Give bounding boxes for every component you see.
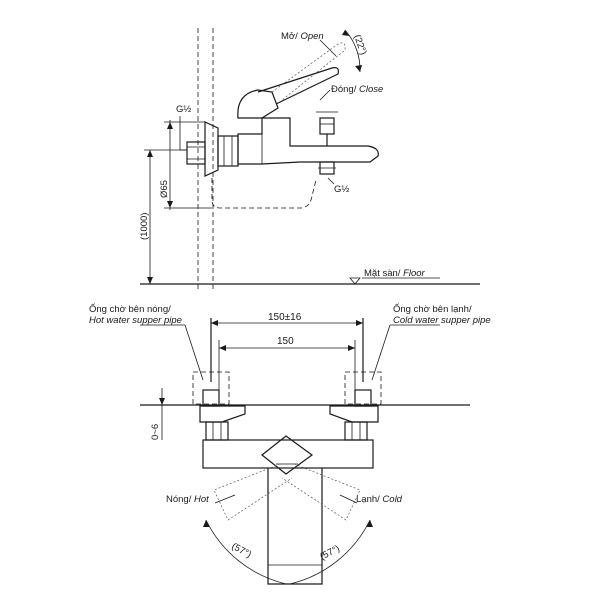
hot-nut <box>205 421 229 441</box>
left-angle-label: (57°) <box>230 541 253 560</box>
diameter-label: Ø65 <box>159 180 170 198</box>
shower-outlet <box>319 117 335 135</box>
hot-eccentric <box>199 405 246 423</box>
lever-handle <box>257 67 339 105</box>
spacing-label: 150 <box>277 336 294 347</box>
hot-pipe-label-en: Hot water supper pipe <box>89 315 182 326</box>
lever-cartridge <box>237 89 279 119</box>
open-angle-label: (22°) <box>351 33 368 56</box>
side-view: Mở/ Open (22°) Đóng/ Close G½ G½ Ø65 (10… <box>139 28 480 290</box>
floor-marker-icon <box>349 277 361 285</box>
lever-handle-top <box>261 435 314 475</box>
mixer-body <box>202 439 374 469</box>
hot-pipe-label-vi: Ống chờ bên nóng/ <box>89 303 171 315</box>
offset-label: 0~6 <box>150 424 161 440</box>
valve-body <box>237 117 379 165</box>
wall-flange <box>204 121 219 177</box>
cold-angle-arc <box>289 519 371 585</box>
bath-outline <box>211 178 317 209</box>
spacing-range-label: 150±16 <box>268 312 302 323</box>
cold-label: Lạnh/ Cold <box>356 494 403 505</box>
lever-hot-position <box>213 463 293 521</box>
top-view: Ống chờ bên nóng/ Hot water supper pipe … <box>89 303 491 585</box>
spout <box>267 468 323 585</box>
lever-cold-position <box>281 463 361 521</box>
height-label: (1000) <box>139 213 150 240</box>
connection-nut <box>217 135 239 167</box>
cold-pipe-label-en: Cold water supper pipe <box>393 315 491 326</box>
close-label: Đóng/ Close <box>331 84 383 95</box>
hot-angle-arc <box>205 519 287 585</box>
cold-eccentric <box>329 405 379 423</box>
open-label: Mở/ Open <box>281 31 324 42</box>
inlet-stub <box>186 141 206 165</box>
cold-nut <box>344 421 368 441</box>
inlet-thread-label: G½ <box>176 104 191 115</box>
cold-pipe-label-vi: Ống chờ bên lạnh/ <box>393 303 472 315</box>
lever-open-position <box>271 42 346 101</box>
outlet-thread-label: G½ <box>334 184 349 195</box>
floor-label: Mặt sàn/ Floor <box>364 268 426 279</box>
hot-label: Nóng/ Hot <box>166 494 209 505</box>
